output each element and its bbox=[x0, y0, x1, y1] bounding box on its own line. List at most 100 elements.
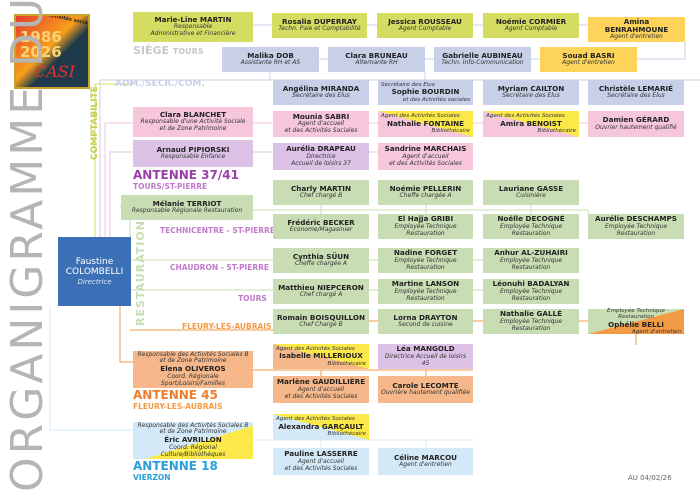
person-role: Responsable d'une Activité Sociale bbox=[140, 118, 246, 126]
person-role: Chef chargé A bbox=[299, 291, 343, 299]
person-role: et des Activités Sociales bbox=[284, 392, 358, 400]
casi-logo: 40 ans d'activités sociales cheminotes 1… bbox=[14, 14, 90, 89]
person-name: Mounia SABRI bbox=[292, 111, 350, 121]
person-role: et des Activités Sociales bbox=[389, 159, 462, 167]
person-role: Agent d'entretien bbox=[610, 33, 663, 41]
person-role: Secrétaire des Elus bbox=[607, 92, 665, 100]
person-role: Responsable des Activités Sociales B bbox=[137, 421, 249, 429]
person-role: Employée Technique Restauration bbox=[394, 222, 457, 237]
person-name: Amina BENRAHMOUNE bbox=[604, 16, 669, 35]
person-role: Employée Technique Restauration bbox=[499, 287, 563, 302]
person-role: Administrative et Financière bbox=[150, 30, 236, 38]
person-role: Ouvrier hautement qualifié bbox=[595, 123, 677, 131]
person-role: Agent d'entretien bbox=[631, 328, 681, 335]
person-name: Faustine bbox=[75, 257, 114, 268]
section-comptabilite: COMPTABILITÉ bbox=[90, 86, 100, 160]
person-role: Agent Comptable bbox=[398, 25, 452, 33]
person-name: Clara BLANCHET bbox=[159, 109, 227, 119]
person-name: Malika DOB bbox=[247, 50, 294, 60]
siege-city: TOURS bbox=[172, 47, 204, 56]
person-name: Matthieu NIEPCERON bbox=[278, 282, 364, 292]
person-name: Léa MANGOLD bbox=[396, 344, 455, 354]
logo-year-start: 1986 bbox=[20, 28, 62, 46]
person-name: Charly MARTIN bbox=[291, 183, 351, 193]
siege-label: SIÈGE bbox=[133, 44, 170, 57]
person-role: et de Zone Patrimoine bbox=[159, 428, 227, 436]
person-role: Agent des Activités Sociales bbox=[276, 345, 355, 352]
section-restauration: RESTAURATION bbox=[134, 220, 147, 326]
person-role: Cheffe chargée A bbox=[399, 192, 452, 200]
person-role: Bibliothécaire bbox=[537, 128, 576, 135]
section-adm: ADM./SECR./COM. bbox=[115, 79, 205, 89]
site-tours: TOURS bbox=[238, 294, 267, 303]
person-role: Employée Technique Restauration bbox=[499, 317, 563, 332]
person-role: Directrice bbox=[306, 152, 336, 160]
person-name: Alexandra GARÇAULT bbox=[278, 421, 364, 431]
footer-date: AU 04/02/26 bbox=[628, 474, 672, 482]
person-role: et des Activités Sociales bbox=[284, 127, 358, 135]
person-role: Econome/Magasinier bbox=[289, 226, 353, 234]
person-role: Secrétaire des Elus bbox=[502, 92, 560, 100]
person-name: Romain BOISQUILLON bbox=[277, 312, 365, 322]
person-role: Bibliothécaire bbox=[327, 431, 366, 438]
person-role: Second de cuisine bbox=[398, 321, 453, 329]
logo-brand: CASI bbox=[34, 62, 76, 81]
person-role: Assistante RH et AS bbox=[240, 59, 301, 67]
person-name: Amira BENOIST bbox=[500, 118, 562, 128]
person-name: Sandrine MARCHAIS bbox=[384, 144, 467, 154]
person-role: Cuisinière bbox=[516, 192, 546, 200]
person-name: Marie-Line MARTIN bbox=[154, 14, 232, 24]
person-name: Marlène GAUDILLIÈRE bbox=[276, 377, 366, 387]
person-role: Coord. Régional Culture/Bibliothèques bbox=[160, 443, 226, 458]
person-name: Mélanie TERRIOT bbox=[152, 198, 222, 208]
person-name: Lorna DRAYTON bbox=[393, 312, 458, 322]
antenne-18-title: ANTENNE 18 bbox=[133, 459, 218, 473]
person-role: Bibliothécaire bbox=[327, 360, 366, 367]
person-role: Agent d'accueil bbox=[297, 120, 345, 128]
person-name: Noémie PELLERIN bbox=[389, 183, 462, 193]
person-role: Responsable bbox=[173, 23, 213, 31]
person-role: Agent des Activités Sociales bbox=[381, 113, 460, 120]
site-chaudron: CHAUDRON - ST-PIERRE bbox=[170, 263, 270, 272]
person-role: Employée Technique Restauration bbox=[499, 222, 563, 237]
person-role: Agent des Activités Sociales bbox=[486, 113, 565, 120]
site-fleury: FLEURY-LES-AUBRAIS bbox=[182, 322, 272, 331]
person-name: Angélina MIRANDA bbox=[282, 83, 360, 93]
person-name: Arnaud PIPIORSKI bbox=[156, 144, 230, 154]
person-name: Noëlle DECOGNÉ bbox=[497, 214, 565, 224]
person-role: Agent des Activités Sociales bbox=[276, 416, 355, 423]
person-role: Agent Comptable bbox=[504, 25, 558, 33]
person-name: Pauline LASSERRE bbox=[284, 449, 358, 459]
person-role: Responsable des Activités Sociales B bbox=[137, 350, 249, 358]
person-role: et des Activités Sociales bbox=[284, 464, 358, 472]
person-name: Nadine FORGET bbox=[393, 248, 458, 258]
logo-year-end: 2026 bbox=[20, 43, 62, 61]
